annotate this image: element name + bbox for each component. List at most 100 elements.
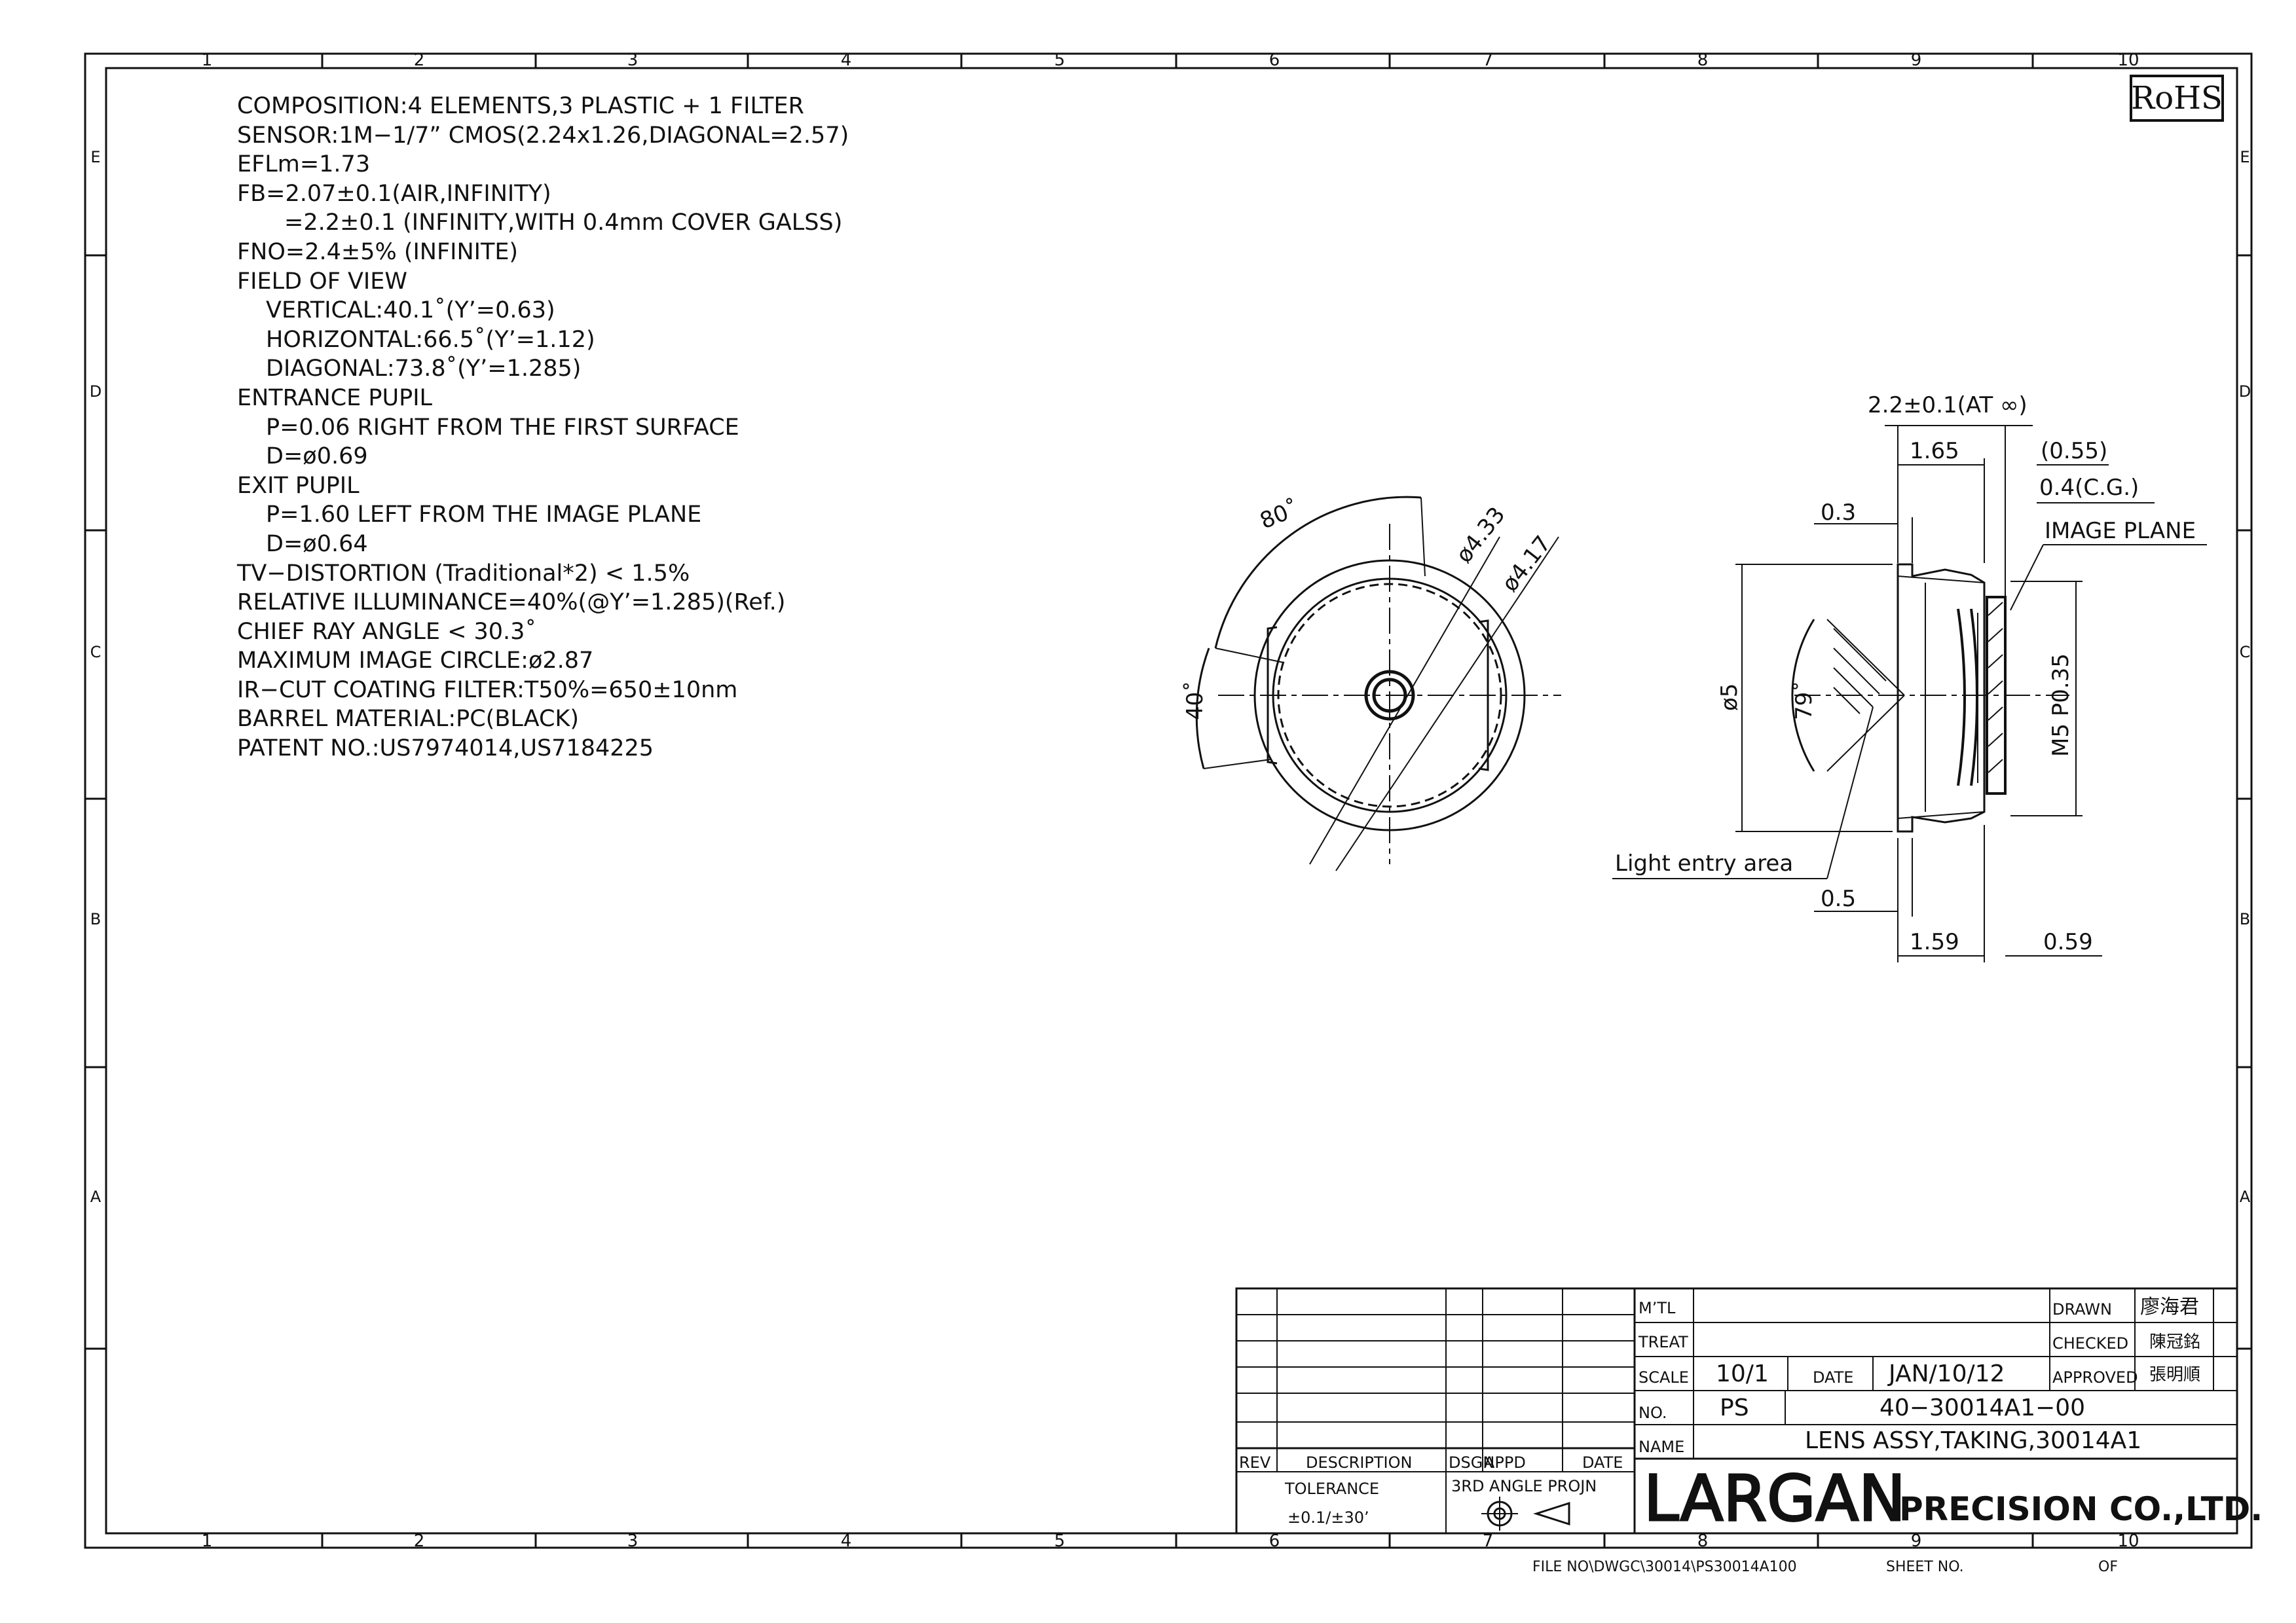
date-header: DATE	[1582, 1453, 1623, 1472]
light-entry-label: Light entry area	[1615, 850, 1793, 877]
tolerance-value: ±0.1/±30’	[1287, 1508, 1369, 1527]
of-label: OF	[2098, 1559, 2118, 1575]
drawing-frame	[84, 52, 2253, 1549]
title-block-grid	[1235, 1287, 2238, 1535]
spec-line: P=1.60 LEFT FROM THE IMAGE PLANE	[266, 501, 702, 528]
row-label: A	[90, 1188, 102, 1206]
row-labels-left: E D C B A	[90, 148, 102, 1206]
date-label: DATE	[1813, 1368, 1853, 1387]
col-label: 2	[414, 50, 425, 70]
dim-055: (0.55)	[2041, 438, 2107, 464]
image-plane-label: IMAGE PLANE	[2045, 518, 2196, 544]
spec-line: DIAGONAL:73.8˚(Y’=1.285)	[266, 356, 582, 382]
row-label: A	[2240, 1188, 2251, 1206]
spec-line: CHIEF RAY ANGLE < 30.3˚	[237, 618, 536, 645]
row-label: E	[90, 148, 100, 166]
col-label: 9	[1911, 1531, 1922, 1551]
dsgn-header: DSGN	[1449, 1453, 1494, 1472]
row-label: D	[2239, 382, 2251, 401]
spec-line: P=0.06 RIGHT FROM THE FIRST SURFACE	[266, 414, 739, 441]
spec-line: IR−CUT COATING FILTER:T50%=650±10nm	[237, 676, 738, 703]
file-number: FILE NO\DWGC\30014\PS30014A100	[1532, 1559, 1797, 1575]
dim-dia5: ø5	[1716, 684, 1743, 711]
spec-line: TV−DISTORTION (Traditional*2) < 1.5%	[237, 560, 690, 587]
spec-line: D=ø0.64	[266, 530, 368, 557]
col-label: 3	[627, 1531, 639, 1551]
col-label: 1	[202, 50, 213, 70]
sig-checked: 陳冠銘	[2149, 1332, 2200, 1352]
row-label: D	[90, 382, 102, 401]
spec-line: PATENT NO.:US7974014,US7184225	[237, 735, 654, 762]
approved-label: APPROVED	[2052, 1368, 2138, 1387]
col-label: 7	[1483, 1531, 1494, 1551]
spec-line: FIELD OF VIEW	[237, 268, 407, 295]
scale-value: 10/1	[1716, 1360, 1769, 1387]
col-label: 3	[627, 50, 639, 70]
side-view	[1612, 425, 2207, 962]
dim-05: 0.5	[1821, 886, 1856, 912]
part-number: 40−30014A1−00	[1879, 1395, 2085, 1421]
col-label: 7	[1483, 50, 1494, 70]
angle-40-label: 40˚	[1182, 681, 1208, 720]
col-label: 8	[1697, 50, 1709, 70]
rohs-badge: RoHS	[2130, 75, 2224, 122]
spec-line: COMPOSITION:4 ELEMENTS,3 PLASTIC + 1 FIL…	[237, 93, 804, 119]
row-label: B	[2240, 910, 2250, 928]
spec-line: HORIZONTAL:66.5˚(Y’=1.12)	[266, 326, 595, 353]
ps-value: PS	[1720, 1395, 1749, 1421]
rev-header: REV	[1239, 1453, 1271, 1472]
col-label: 4	[841, 50, 852, 70]
sig-drawn: 廖海君	[2140, 1296, 2199, 1319]
company-name: PRECISION CO.,LTD.	[1899, 1490, 2263, 1528]
spec-line: D=ø0.69	[266, 443, 368, 470]
scale-label: SCALE	[1639, 1368, 1689, 1387]
spec-line: =2.2±0.1 (INFINITY,WITH 0.4mm COVER GALS…	[284, 210, 843, 236]
row-label: C	[90, 643, 102, 661]
angle-79-label: 79˚	[1791, 681, 1817, 720]
spec-line: ENTRANCE PUPIL	[237, 384, 433, 411]
spec-line: SENSOR:1M−1/7” CMOS(2.24x1.26,DIAGONAL=2…	[237, 122, 849, 149]
svg-text:LARGAN: LARGAN	[1644, 1462, 1906, 1535]
col-label: 5	[1054, 1531, 1065, 1551]
col-label: 9	[1911, 50, 1922, 70]
date-value: JAN/10/12	[1887, 1360, 2005, 1387]
angle-80-label: 80˚	[1256, 496, 1303, 535]
col-label: 5	[1054, 50, 1065, 70]
name-label: NAME	[1639, 1438, 1684, 1456]
col-label: 6	[1269, 50, 1280, 70]
tolerance-label: TOLERANCE	[1284, 1480, 1379, 1498]
checked-label: CHECKED	[2052, 1334, 2128, 1353]
no-label: NO.	[1639, 1404, 1667, 1422]
col-label: 10	[2117, 1531, 2139, 1551]
thread-label: M5 P0.35	[2048, 653, 2074, 757]
col-label: 8	[1697, 1531, 1709, 1551]
row-labels-right: E D C B A	[2239, 148, 2251, 1206]
col-label: 2	[414, 1531, 425, 1551]
spec-line: EXIT PUPIL	[237, 472, 360, 499]
front-view	[1195, 496, 1561, 871]
spec-line: EFLm=1.73	[237, 151, 371, 178]
row-label: B	[90, 910, 101, 928]
appd-header: APPD	[1484, 1453, 1526, 1472]
largan-logo: LARGAN	[1643, 1461, 1907, 1537]
column-labels-bottom: 1 2 3 4 5 6 7 8 9 10	[202, 1531, 2139, 1551]
projection-symbol-icon	[1481, 1497, 1570, 1531]
dim-159: 1.59	[1910, 929, 1959, 955]
spec-line: MAXIMUM IMAGE CIRCLE:ø2.87	[237, 647, 594, 674]
sig-approved: 張明順	[2149, 1365, 2200, 1385]
spec-line: FB=2.07±0.1(AIR,INFINITY)	[237, 180, 551, 207]
col-label: 10	[2117, 50, 2139, 70]
side-view-labels: 2.2±0.1(AT ∞) 1.65 (0.55) 0.4(C.G.) 0.3 …	[1615, 392, 2196, 955]
spec-line: BARREL MATERIAL:PC(BLACK)	[237, 706, 580, 733]
treat-label: TREAT	[1638, 1333, 1688, 1351]
row-label: C	[2240, 643, 2251, 661]
dia-417-label: ø4.17	[1497, 531, 1557, 597]
part-name: LENS ASSY,TAKING,30014A1	[1805, 1427, 2141, 1454]
dim-03: 0.3	[1821, 500, 1856, 526]
col-label: 1	[202, 1531, 213, 1551]
title-block-text: REV DESCRIPTION DSGN APPD DATE TOLERANCE…	[1239, 1296, 2263, 1575]
spec-line: RELATIVE ILLUMINANCE=40%(@Y’=1.285)(Ref.…	[237, 589, 786, 616]
sheet-label: SHEET NO.	[1886, 1559, 1964, 1575]
dim-overall: 2.2±0.1(AT ∞)	[1868, 392, 2028, 418]
